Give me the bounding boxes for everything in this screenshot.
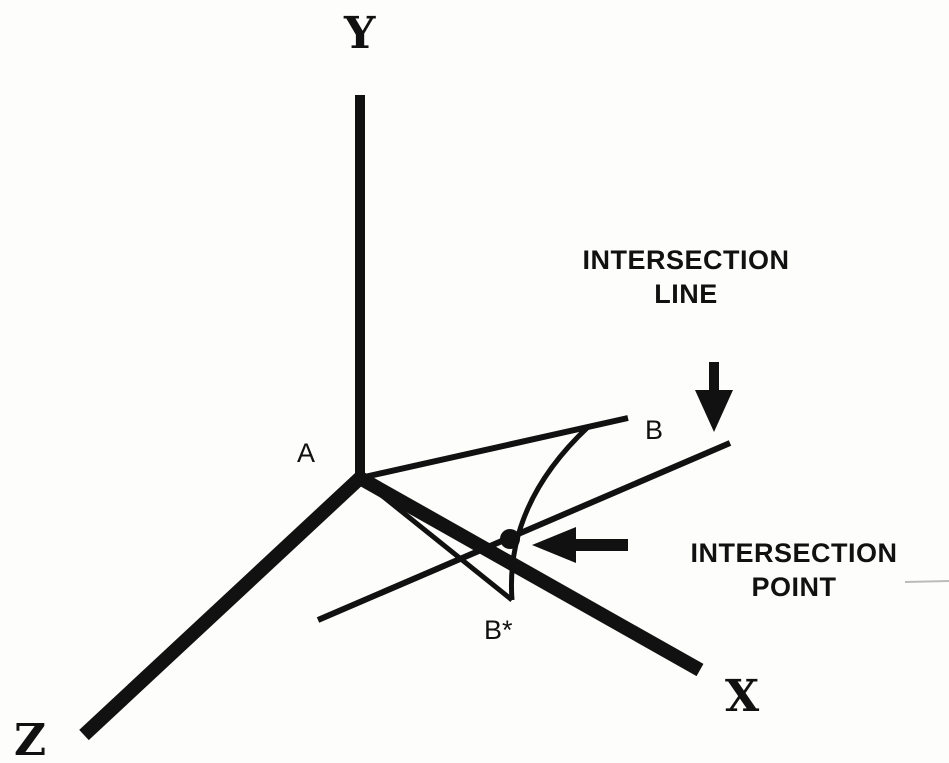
intersection-point-callout-line2: POINT (751, 572, 837, 602)
intersection-line-callout-line1: INTERSECTION (582, 245, 790, 275)
scan-mark (904, 580, 949, 583)
intersection-point-callout-line1: INTERSECTION (690, 538, 898, 568)
point-b-label: B (645, 415, 664, 445)
point-a-label: A (297, 438, 316, 468)
intersection-line-callout: INTERSECTION LINE (536, 243, 836, 311)
intersection-point-dot (500, 529, 520, 549)
z-axis (79, 472, 365, 741)
intersection-point-callout: INTERSECTION POINT (644, 536, 944, 604)
y-axis-label: Y (344, 8, 376, 59)
intersection-point-arrow-icon (532, 527, 628, 563)
x-axis-label: X (725, 671, 760, 722)
intersection-line-arrow-icon (695, 362, 733, 432)
point-b-star-label: B* (484, 615, 513, 645)
line-a-to-b-star (358, 476, 514, 602)
z-axis-label: Z (14, 715, 47, 763)
x-axis (356, 471, 704, 677)
arc-b-to-b-star (508, 425, 590, 601)
intersection-line-callout-line2: LINE (654, 279, 718, 309)
intersection-line (316, 440, 732, 623)
